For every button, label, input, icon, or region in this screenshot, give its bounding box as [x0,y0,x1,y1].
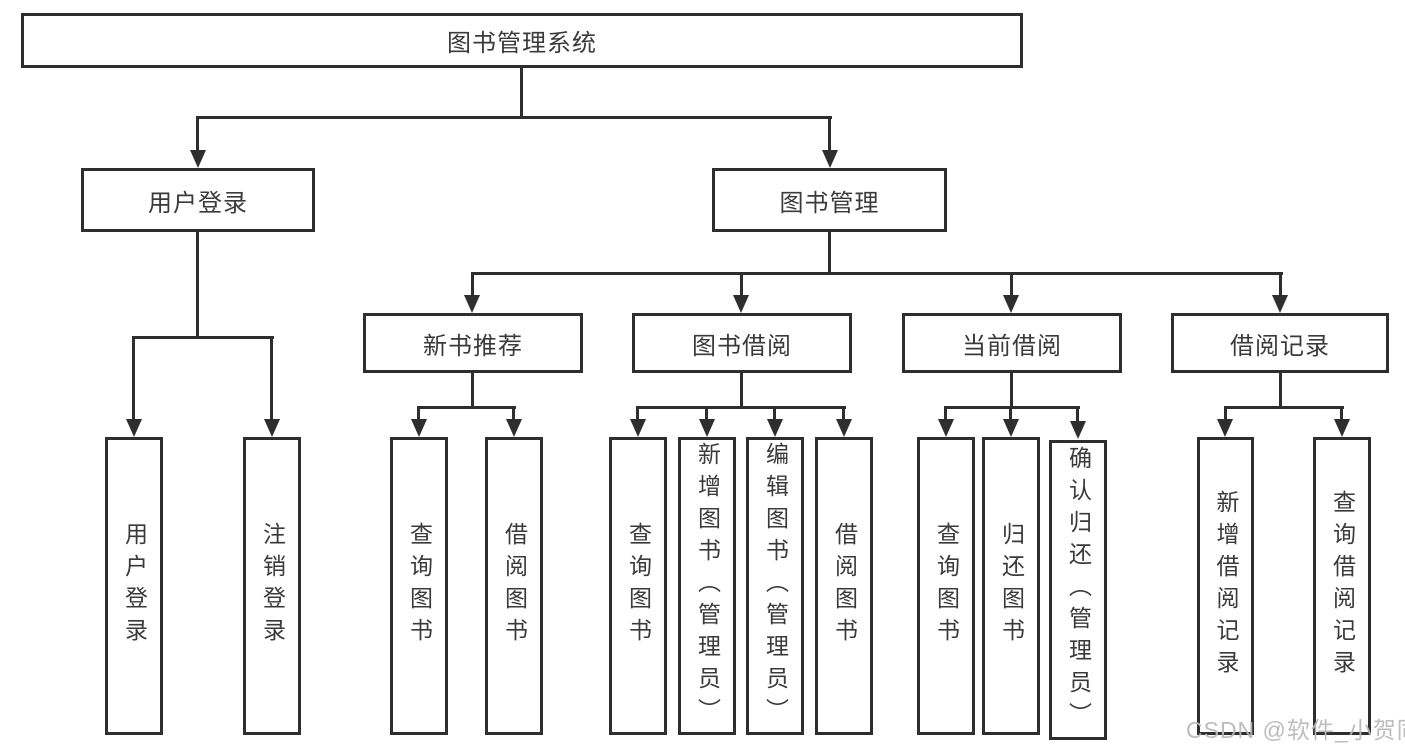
leaf-query-book-newbook: 查询图书 [390,437,448,735]
node-borrow-record: 借阅记录 [1171,313,1389,373]
down-arrowhead [1272,295,1288,313]
down-arrowhead [411,419,427,437]
leaf-edit-book-admin-label: 编辑图书（管理员） [762,442,789,730]
down-arrowhead [699,419,715,437]
down-arrowhead [1003,295,1019,313]
connector-current-borrow-bar [944,406,1080,409]
node-book-borrow: 图书借阅 [632,313,852,373]
connector-to-current-borrow [1010,272,1013,297]
down-arrowhead [938,419,954,437]
connector-leaf-stem [1009,406,1012,422]
connector-leaf-stem [1224,406,1227,422]
down-arrowhead [630,419,646,437]
leaf-confirm-return-admin: 确认归还（管理员） [1049,440,1107,740]
leaf-query-book-current: 查询图书 [917,437,975,735]
connector-to-new-book [471,272,474,297]
leaf-borrow-book-newbook-label: 借阅图书 [501,522,528,650]
leaf-add-borrow-record-label: 新增借阅记录 [1213,490,1239,682]
connector-leaf-stem [773,406,776,422]
down-arrowhead [1334,419,1350,437]
leaf-borrow-book: 借阅图书 [815,437,873,735]
connector-borrow-record-bar [1224,406,1344,409]
leaf-logout: 注销登录 [243,437,301,735]
leaf-query-borrow-record-label: 查询借阅记录 [1329,490,1356,682]
leaf-add-borrow-record: 新增借阅记录 [1197,437,1254,735]
node-user-login-label: 用户登录 [148,189,248,217]
leaf-return-book-label: 归还图书 [998,522,1025,650]
down-arrowhead [822,150,838,168]
node-current-borrow: 当前借阅 [902,313,1122,373]
node-new-book-recommend-label: 新书推荐 [423,332,523,360]
down-arrowhead [464,295,480,313]
down-arrowhead [1217,419,1233,437]
connector-user-login-bar [132,336,274,339]
leaf-user-login: 用户登录 [105,437,163,735]
connector-book-borrow-stem [740,373,743,409]
connector-root-stem [520,68,523,117]
connector-user-login-stem [196,232,199,338]
node-library-system-label: 图书管理系统 [447,30,597,57]
leaf-borrow-book-label: 借阅图书 [831,522,858,650]
leaf-edit-book-admin: 编辑图书（管理员） [746,437,804,735]
leaf-query-book-borrow-label: 查询图书 [625,522,652,650]
connector-level1-bar [196,116,832,119]
down-arrowhead [126,419,142,437]
connector-to-leaf-logout [270,336,273,421]
connector-to-leaf-login [132,336,135,421]
connector-current-borrow-stem [1010,373,1013,409]
node-library-system: 图书管理系统 [21,13,1023,68]
connector-leaf-stem [512,406,515,422]
connector-to-borrow-record [1279,272,1282,297]
leaf-query-book-newbook-label: 查询图书 [406,522,433,650]
down-arrowhead [733,295,749,313]
connector-to-book-mgmt [828,116,831,152]
connector-leaf-stem [636,406,639,422]
node-borrow-record-label: 借阅记录 [1230,332,1330,360]
leaf-query-borrow-record: 查询借阅记录 [1313,437,1371,735]
down-arrowhead [506,419,522,437]
connector-new-book-bar [418,406,516,409]
down-arrowhead [264,419,280,437]
down-arrowhead [1003,419,1019,437]
connector-level3-bar [471,272,1283,275]
down-arrowhead [767,419,783,437]
leaf-return-book: 归还图书 [982,437,1040,735]
connector-book-borrow-bar [636,406,846,409]
connector-leaf-stem [842,406,845,422]
connector-leaf-stem [944,406,947,422]
leaf-borrow-book-newbook: 借阅图书 [485,437,543,735]
node-new-book-recommend: 新书推荐 [363,313,583,373]
leaf-add-book-admin-label: 新增图书（管理员） [694,442,721,730]
connector-leaf-stem [417,406,420,422]
down-arrowhead [836,419,852,437]
csdn-watermark: CSDN @软件_小贺同学 [1186,717,1405,743]
leaf-user-login-label: 用户登录 [121,522,148,650]
down-arrowhead [1070,421,1086,439]
node-current-borrow-label: 当前借阅 [962,332,1062,360]
connector-to-user-login [196,116,199,152]
node-user-login: 用户登录 [81,168,315,232]
leaf-add-book-admin: 新增图书（管理员） [678,437,736,735]
leaf-query-book-borrow: 查询图书 [609,437,667,735]
leaf-query-book-current-label: 查询图书 [933,522,960,650]
leaf-confirm-return-admin-label: 确认归还（管理员） [1065,446,1092,734]
node-book-management: 图书管理 [712,168,947,232]
leaf-logout-label: 注销登录 [259,522,286,650]
connector-leaf-stem [1340,406,1343,422]
node-book-management-label: 图书管理 [779,189,880,217]
connector-book-mgmt-stem [828,232,831,275]
connector-new-book-stem [471,373,474,409]
connector-leaf-stem [705,406,708,422]
connector-leaf-stem [1076,406,1079,424]
down-arrowhead [190,150,206,168]
connector-borrow-record-stem [1279,373,1282,409]
connector-to-book-borrow [740,272,743,297]
node-book-borrow-label: 图书借阅 [692,332,792,360]
